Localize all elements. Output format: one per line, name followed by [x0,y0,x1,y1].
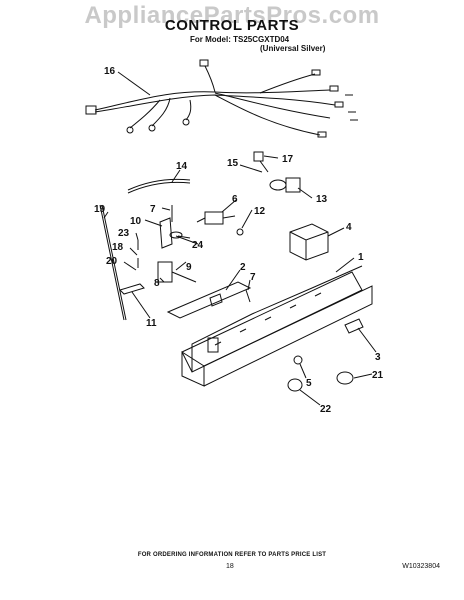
label-19: 19 [94,204,106,215]
label-20: 20 [106,256,118,267]
label-8: 8 [154,278,160,289]
label-22: 22 [320,404,332,415]
knob-cap-part [287,378,303,392]
label-7a: 7 [150,204,156,215]
label-1: 1 [358,252,364,263]
rod-part [99,204,125,321]
label-24: 24 [192,240,204,251]
label-14: 14 [176,161,188,172]
label-17: 17 [282,154,294,165]
page-title: CONTROL PARTS [164,17,300,34]
document-number: W10323804 [402,563,440,570]
label-23: 23 [118,228,130,239]
label-10: 10 [130,216,142,227]
bracket-part [159,217,173,249]
model-color: (Universal Silver) [260,44,326,53]
label-3: 3 [375,352,381,363]
model-info: For Model: TS25CGXTD04 (Universal Silver… [190,35,325,53]
lamp-bulb [269,179,287,191]
label-11: 11 [146,318,157,329]
bezel-part [336,371,354,385]
screw-part [236,228,244,236]
label-6: 6 [232,194,238,205]
transformer-part [289,223,329,261]
label-15: 15 [227,158,239,169]
control-housing [181,265,373,387]
thermistor-part [344,318,364,334]
ordering-note: FOR ORDERING INFORMATION REFER TO PARTS … [137,552,327,558]
model-line: For Model: TS25CGXTD04 [190,35,290,44]
label-12: 12 [254,206,266,217]
label-7b: 7 [250,272,256,283]
control-board [166,281,252,319]
page-number: 18 [226,563,234,570]
label-16: 16 [104,66,116,77]
label-21: 21 [372,370,384,381]
tube-part [127,178,191,191]
label-5: 5 [306,378,312,389]
thermostat-part [157,261,173,283]
label-9: 9 [186,262,192,273]
knob-part [293,355,303,365]
switch-part [204,211,224,225]
label-18: 18 [112,242,124,253]
watermark: AppliancePartsPros.com [84,2,380,29]
wire-harness [85,59,358,138]
label-13: 13 [316,194,328,205]
clip-part [119,283,145,295]
lamp-socket [285,177,301,193]
label-2: 2 [240,262,246,273]
label-4: 4 [346,222,352,233]
lamp-clip [253,151,264,162]
